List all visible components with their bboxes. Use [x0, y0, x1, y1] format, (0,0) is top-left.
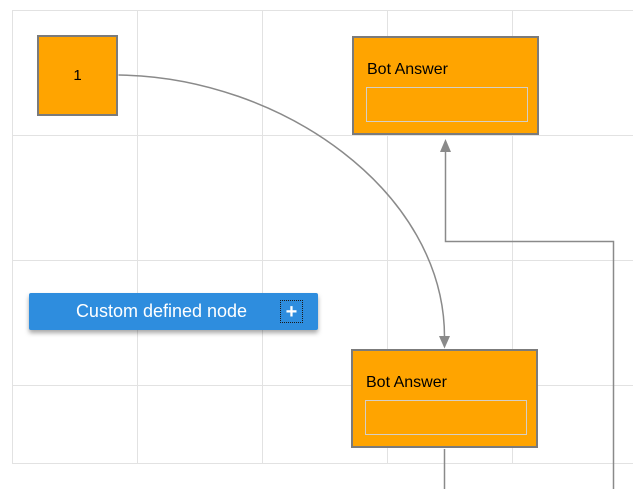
bot-answer-input-box[interactable]: [365, 400, 527, 435]
node-start[interactable]: 1: [37, 35, 118, 116]
bot-answer-title: Bot Answer: [366, 374, 447, 391]
orthogonal-connector-arrowhead: [440, 139, 451, 152]
node-bot-answer-bottom[interactable]: Bot Answer: [351, 349, 538, 448]
bezier-connector[interactable]: [118, 74, 451, 349]
bot-answer-input-box[interactable]: [366, 87, 528, 122]
custom-node-label: Custom defined node: [75, 301, 248, 321]
bot-answer-title: Bot Answer: [367, 61, 448, 78]
add-port-button[interactable]: +: [280, 300, 303, 323]
orthogonal-connector[interactable]: [440, 139, 615, 489]
node-bot-answer-top[interactable]: Bot Answer: [352, 36, 539, 135]
bezier-connector-arrowhead: [439, 336, 450, 349]
node-custom-defined[interactable]: Custom defined node +: [29, 293, 318, 330]
